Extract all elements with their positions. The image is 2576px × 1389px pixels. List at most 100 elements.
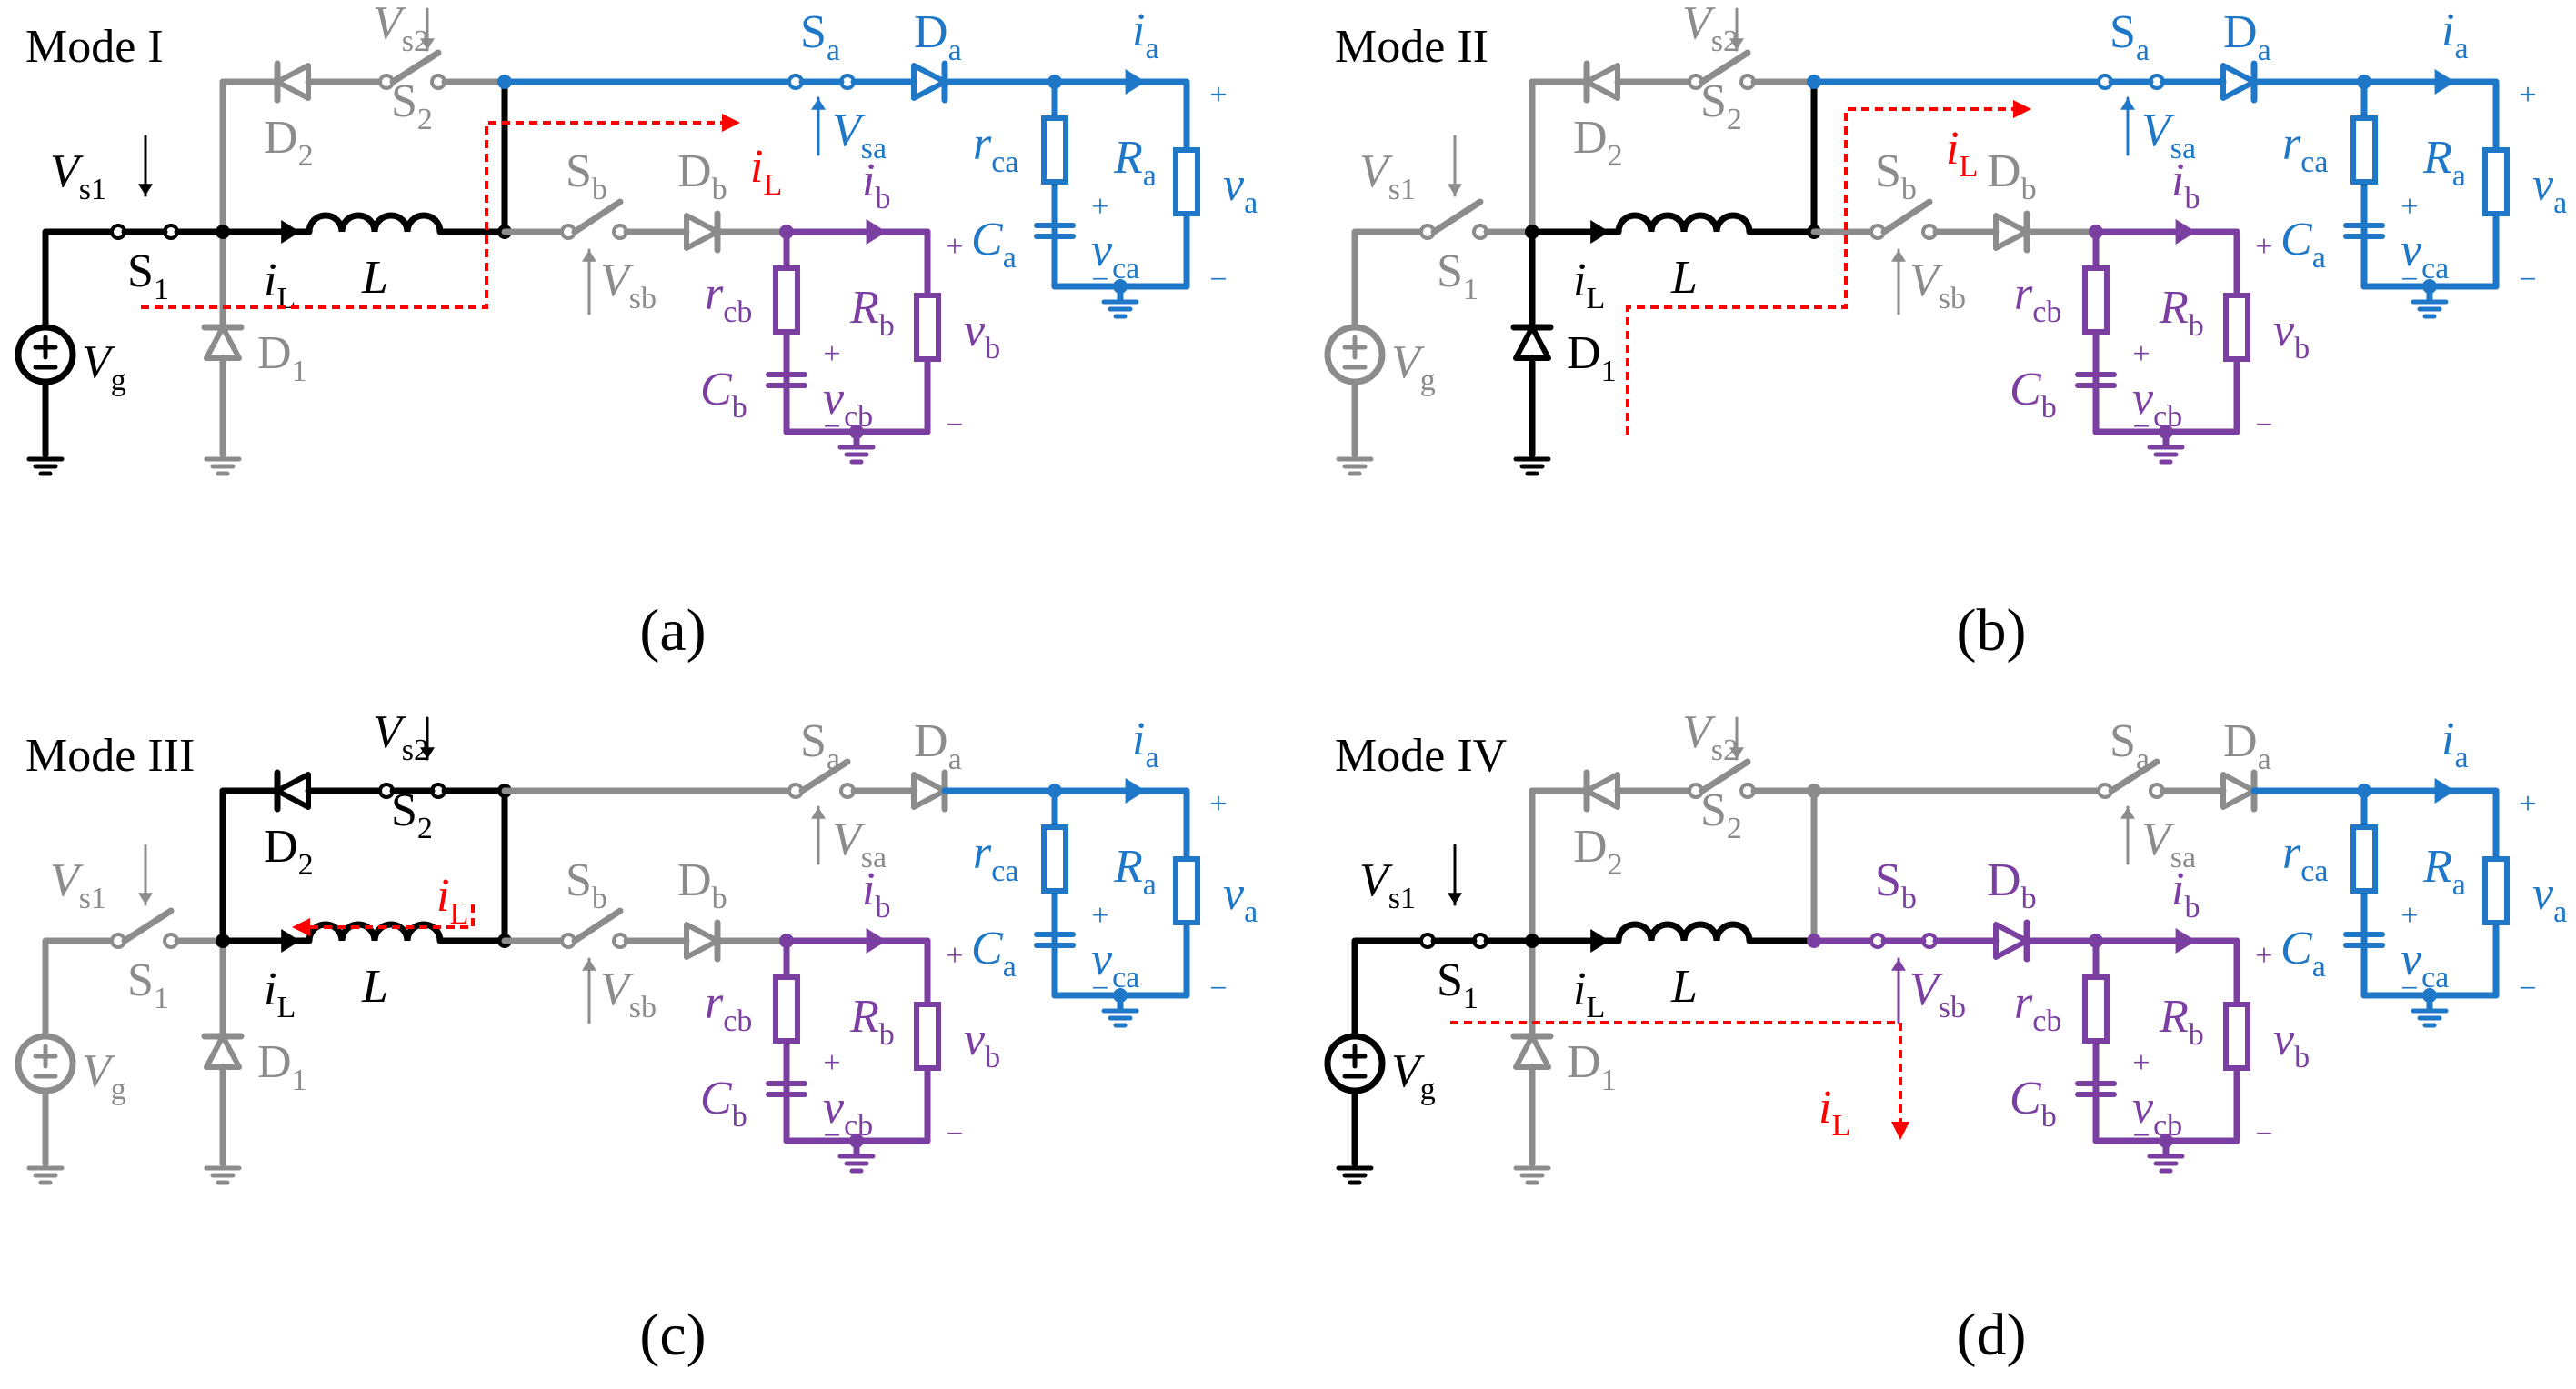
pb-sign-vcb-plus: +	[2132, 337, 2150, 371]
pb-label-s2-sub: 2	[1727, 103, 1742, 136]
pa-sign-vcb-minus: −	[823, 410, 840, 444]
pd-label-vcb-sub: cb	[2153, 1109, 2182, 1143]
pc-label-vs1-sub: s1	[79, 882, 106, 915]
pd-label-vcb-main: v	[2132, 1082, 2154, 1134]
pa-label-vb-sub: b	[985, 332, 1000, 365]
caption-c: (c)	[639, 1302, 706, 1368]
pc-label-rcb: rcb	[705, 977, 752, 1038]
pd-label-rca-main: r	[2282, 827, 2301, 879]
pb-label-rcb-sub: cb	[2032, 295, 2061, 329]
pb-label-vca-sub: ca	[2421, 252, 2449, 285]
pc-arrow-vs1-head	[138, 893, 153, 904]
pd-label-ca: Ca	[2280, 923, 2326, 984]
pc-label-vcb-main: v	[823, 1082, 845, 1134]
pb-inductor-l	[1615, 212, 1753, 233]
pb-label-rcb-main: r	[2014, 268, 2033, 320]
pa-resistor-rcb	[773, 265, 800, 335]
pd-label-vb: vb	[2273, 1014, 2310, 1074]
pa-label-l: L	[361, 252, 388, 304]
pb-label-ia-sub: a	[2454, 32, 2468, 65]
pa-resistor-rca	[1041, 115, 1068, 185]
pa-label-vg: Vg	[82, 336, 126, 397]
pb-label-sb-main: S	[1875, 145, 1901, 197]
pb-current-path-il	[1626, 100, 2031, 435]
pb-arrow-vsa-head	[2120, 98, 2135, 110]
pd-label-sa-sub: a	[2136, 743, 2150, 776]
pc-label-il-path-main: i	[436, 870, 449, 922]
pa-label-vsa: Vsa	[832, 105, 887, 165]
pb-label-d2-main: D	[1573, 112, 1608, 164]
pc-label-d2-sub: 2	[298, 848, 314, 882]
pd-label-vsb-sub: sb	[1939, 991, 1966, 1024]
pa-label-sa: Sa	[800, 6, 840, 67]
pd-label-vcb: vcb	[2132, 1082, 2182, 1143]
pd-label-va-sub: a	[2553, 895, 2567, 929]
pc-label-d2: D2	[264, 821, 314, 882]
pc-label-rca-sub: ca	[991, 854, 1018, 888]
pd-label-vg-main: V	[1391, 1045, 1425, 1097]
pb-label-vs2: Vs2	[1682, 0, 1739, 58]
pa-sign-va-plus: +	[1209, 78, 1227, 112]
pc-label-va-sub: a	[1244, 895, 1258, 929]
pc-label-vs1: Vs1	[50, 854, 106, 915]
pa-sign-vcb-plus: +	[823, 337, 840, 371]
pa-label-il-main: i	[264, 255, 276, 306]
pc-sign-vcb-plus: +	[823, 1046, 840, 1080]
pa-label-rb-sub: b	[879, 309, 895, 343]
pc-label-l-main: L	[361, 961, 388, 1013]
pc-label-vsb: Vsb	[600, 964, 657, 1024]
pb-diode-db	[1993, 213, 2030, 251]
pb-label-da: Da	[2223, 6, 2271, 67]
pd-label-vs2-main: V	[1682, 706, 1716, 758]
pb-label-vb-main: v	[2273, 305, 2295, 356]
pa-label-vsb-sub: sb	[629, 282, 657, 315]
pc-label-il-path: iL	[436, 870, 468, 931]
pd-sa-blade	[2108, 758, 2160, 794]
pa-label-sb-sub: b	[592, 173, 607, 206]
pc-label-vs1-main: V	[50, 854, 84, 906]
pc-arrow-vs2-head	[420, 747, 435, 759]
pc-label-ra-sub: a	[1143, 868, 1157, 902]
pa-label-rca: rca	[973, 118, 1018, 179]
pd-label-il-path: iL	[1819, 1082, 1850, 1143]
pb-label-db-sub: b	[2021, 173, 2037, 206]
pb-label-ra-sub: a	[2452, 159, 2466, 193]
pd-sign-vcb-minus: −	[2132, 1119, 2150, 1153]
pd-arrow-ia	[2434, 778, 2455, 804]
pb-label-vs1-sub: s1	[1388, 173, 1416, 206]
pc-sign-vb-minus: −	[946, 1117, 963, 1151]
pc-label-vb: vb	[964, 1014, 1000, 1074]
pc-label-ib: ib	[862, 864, 890, 924]
pd-sign-vca-minus: −	[2401, 972, 2418, 1005]
pa-label-il-path-main: i	[750, 141, 763, 193]
pd-label-sa: Sa	[2110, 715, 2150, 776]
pd-arrow-ib	[2175, 928, 2196, 954]
pb-label-va: va	[2532, 159, 2567, 220]
pa-label-ra-sub: a	[1143, 159, 1157, 193]
pc-label-cb-main: C	[700, 1073, 733, 1124]
pd-label-il: iL	[1573, 964, 1605, 1024]
pa-label-rca-sub: ca	[991, 145, 1018, 179]
pd-resistor-rcb	[2082, 974, 2110, 1044]
pa-current-path-il	[141, 114, 740, 309]
pd-label-il-path-sub: L	[1831, 1109, 1850, 1143]
pc-sign-vb-plus: +	[946, 939, 963, 973]
pb-label-sa-sub: a	[2136, 34, 2150, 67]
pa-label-cb: Cb	[700, 364, 747, 425]
pd-arrow-vs2-head	[1729, 747, 1744, 759]
pc-label-s2-sub: 2	[417, 812, 433, 845]
pa-arrow-vsa-head	[811, 98, 826, 110]
pd-label-s2: S2	[1700, 784, 1742, 845]
pb-label-vg-main: V	[1391, 336, 1425, 388]
pd-label-vsa: Vsa	[2141, 814, 2196, 874]
pb-label-vsb-sub: sb	[1939, 282, 1966, 315]
pb-label-ra-main: R	[2422, 132, 2452, 184]
pc-label-sa-main: S	[800, 715, 827, 767]
pc-label-vb-sub: b	[985, 1041, 1000, 1074]
pc-label-rb: Rb	[849, 991, 895, 1052]
pa-label-sb-main: S	[566, 145, 592, 197]
pb-label-il-path-sub: L	[1959, 150, 1978, 184]
pa-label-vs1: Vs1	[50, 145, 106, 206]
pb-label-rb-main: R	[2159, 282, 2189, 334]
pa-label-ia-main: i	[1132, 5, 1145, 56]
